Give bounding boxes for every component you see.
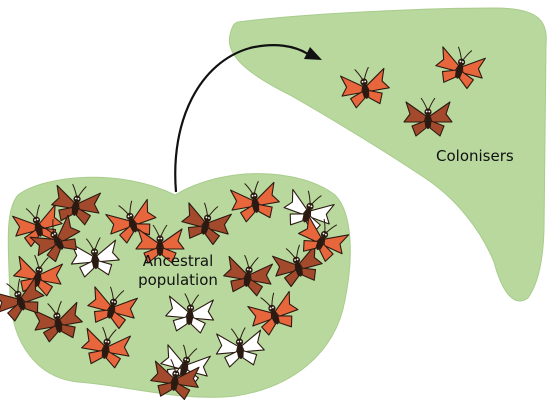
ancestral-label-line1: Ancestral: [143, 252, 213, 270]
ancestral-label-line2: population: [138, 271, 218, 289]
colonisers-label: Colonisers: [436, 147, 514, 166]
ancestral-population-label: Ancestral population: [128, 252, 228, 290]
